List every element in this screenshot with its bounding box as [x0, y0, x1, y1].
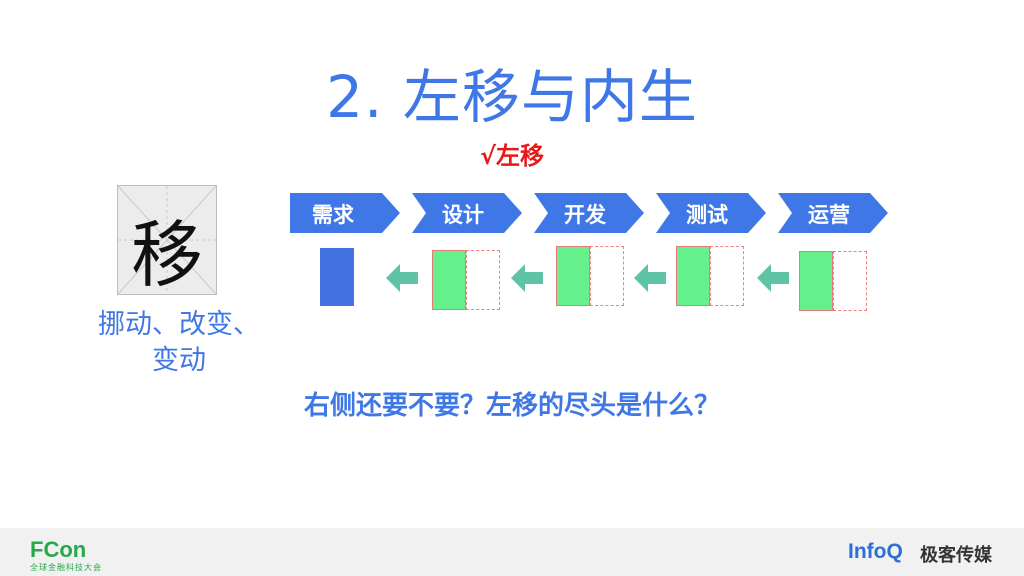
left-arrow-icon [386, 264, 418, 292]
development-filled-block [556, 246, 590, 306]
stage-development: 开发 [534, 193, 644, 233]
stage-operations: 运营 [778, 193, 888, 233]
testing-filled-block [676, 246, 710, 306]
operations-dashed-block [833, 251, 867, 311]
requirements-bar [320, 248, 354, 306]
page-title: 2. 左移与内生 [326, 63, 698, 131]
testing-dashed-block [710, 246, 744, 306]
fcon-subtitle: 全球金融科技大会 [30, 563, 102, 572]
meaning-line-1: 挪动、改变、 [98, 309, 260, 340]
left-arrow-icon [511, 264, 543, 292]
stage-label: 设计 [442, 203, 484, 227]
subtitle: √左移 [479, 142, 544, 170]
infoq-logo: InfoQ [848, 540, 903, 563]
stage-label: 测试 [686, 203, 728, 227]
stage-testing: 测试 [656, 193, 766, 233]
question-text: 右侧还要不要？左移的尽头是什么？ [303, 391, 720, 421]
fcon-logo: FCon [30, 537, 87, 562]
character-box: 移 [117, 185, 217, 297]
stage-label: 需求 [312, 203, 354, 227]
meaning-line-2: 变动 [152, 345, 206, 376]
footer-bar: FCon 全球金融科技大会 InfoQ 极客传媒 [0, 528, 1024, 576]
stage-label: 开发 [564, 203, 606, 227]
left-arrow-icon [757, 264, 789, 292]
left-arrow-icon [634, 264, 666, 292]
stage-design: 设计 [412, 193, 522, 233]
stage-requirements: 需求 [290, 193, 400, 233]
development-dashed-block [590, 246, 624, 306]
stage-label: 运营 [808, 203, 850, 227]
operations-filled-block [799, 251, 833, 311]
character-meaning: 挪动、改变、 变动 [84, 307, 274, 379]
design-dashed-block [466, 250, 500, 310]
character-glyph: 移 [130, 213, 203, 297]
grid-lines [118, 186, 216, 294]
geek-media-logo: 极客传媒 [920, 545, 992, 566]
design-filled-block [432, 250, 466, 310]
